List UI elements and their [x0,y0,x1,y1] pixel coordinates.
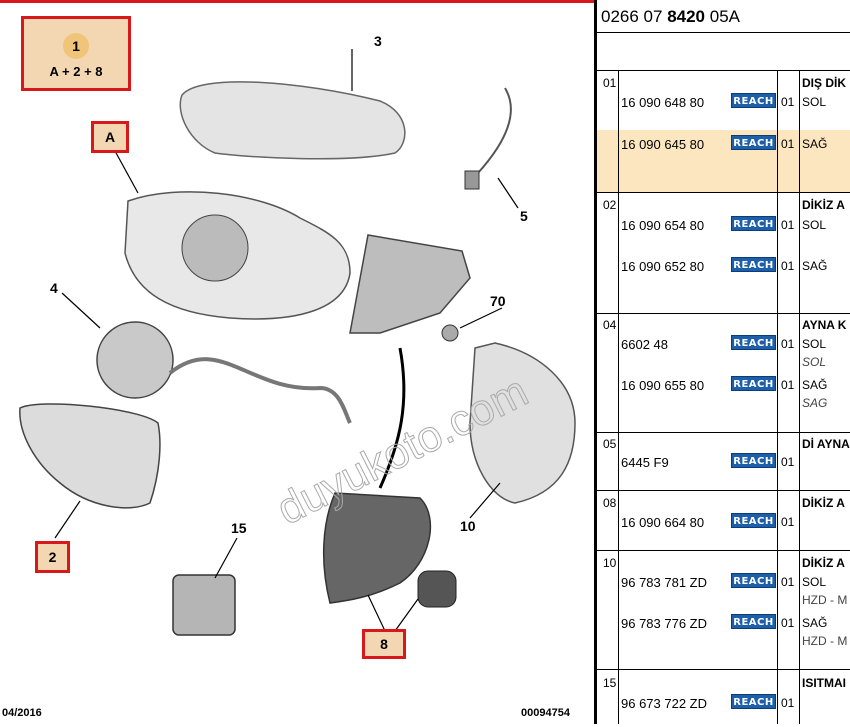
ref-prefix: 0266 07 [601,7,663,26]
callout-15: 15 [231,520,247,536]
quantity: 01 [781,515,795,529]
reach-badge: REACH [731,453,776,468]
side-label: SAĞ [802,259,828,273]
parts-table: 0266 07 8420 05A 01 DIŞ DİK 16 090 648 80 R… [594,0,850,724]
callout-A: A [91,121,129,153]
callout-10: 10 [460,518,476,534]
section-heading: AYNA K [802,318,847,332]
row-note: HZD - M [802,593,848,607]
row-note: HZD - M [802,634,848,648]
part-number: 16 090 655 80 [621,378,705,393]
side-label: SOL [802,337,827,351]
part-10-housing-shell [469,342,576,504]
part-number: 6602 48 [621,337,668,352]
selected-row-highlight [597,130,850,192]
part-4-motor [96,321,174,399]
callout-1-formula: 1 A + 2 + 8 [21,16,131,91]
reach-badge: REACH [731,376,776,391]
reach-badge: REACH [731,573,776,588]
reach-badge: REACH [731,216,776,231]
section-number: 05 [603,437,617,451]
section-number: 01 [603,76,617,90]
exploded-parts-diagram: duyukoto.com 1 A + 2 + 8 A 2 8 3 4 5 70 … [0,0,594,719]
part-number: 96 783 781 ZD [621,575,708,590]
section-heading: ISITMAI [802,676,846,690]
section-number: 15 [603,676,617,690]
section-heading: Dİ AYNA [802,437,850,451]
section-number: 02 [603,198,617,212]
reach-badge: REACH [731,257,776,272]
callout-3: 3 [374,33,382,49]
part-70-clip [441,324,459,342]
row-note: SOL [802,355,827,369]
reach-badge: REACH [731,614,776,629]
section-number: 04 [603,318,617,332]
part-number: 96 673 722 ZD [621,696,708,711]
side-label: SAĞ [802,378,828,392]
ref-bold: 8420 [667,7,706,26]
section-heading: DİKİZ A [802,556,845,570]
part-number: 16 090 664 80 [621,515,705,530]
part-4-cable [168,357,352,424]
part-number: 16 090 652 80 [621,259,705,274]
callout-2: 2 [35,541,70,573]
side-label: SOL [802,218,827,232]
footer-code: 00094754 [521,707,570,719]
reference-number: 0266 07 8420 05A [601,7,740,27]
reach-badge: REACH [731,135,776,150]
reach-badge: REACH [731,335,776,350]
quantity: 01 [781,337,795,351]
side-label: SAĞ [802,616,828,630]
part-15-switch [172,574,236,636]
part-number: 96 783 776 ZD [621,616,708,631]
callout-8: 8 [362,629,406,659]
reach-badge: REACH [731,93,776,108]
reach-badge: REACH [731,694,776,709]
quantity: 01 [781,95,795,109]
quantity: 01 [781,575,795,589]
section-heading: DİKİZ A [802,198,845,212]
callout-70: 70 [490,293,506,309]
part-number: 16 090 648 80 [621,95,705,110]
quantity: 01 [781,259,795,273]
quantity: 01 [781,696,795,710]
parts-drawing: duyukoto.com [19,49,576,636]
quantity: 01 [781,218,795,232]
side-label: SAĞ [802,137,828,151]
section-heading: DİKİZ A [802,496,845,510]
part-number: 6445 F9 [621,455,669,470]
callout-4: 4 [50,280,58,296]
footer-date: 04/2016 [2,707,42,719]
quantity: 01 [781,378,795,392]
section-number: 10 [603,556,617,570]
mirror-bracket [349,234,471,334]
leader-lines [54,49,519,632]
housing-motor [181,214,249,282]
reach-badge: REACH [731,513,776,528]
part-2-mirror-glass [19,403,161,509]
quantity: 01 [781,455,795,469]
side-label: SOL [802,575,827,589]
side-label: SOL [802,95,827,109]
section-number: 08 [603,496,617,510]
part-5-connector [464,170,480,190]
part-5-wire [477,87,512,174]
part-number: 16 090 645 80 [621,137,705,152]
quantity: 01 [781,616,795,630]
part-8-bushing [417,570,457,608]
callout-1-equation: A + 2 + 8 [49,64,103,79]
part-3-mirror-cover [179,81,406,160]
callout-5: 5 [520,208,528,224]
part-8-heater-plate [322,492,432,604]
part-number: 16 090 654 80 [621,218,705,233]
quantity: 01 [781,137,795,151]
row-note: SAG [802,396,828,410]
ref-suffix: 05A [709,7,740,26]
callout-1-number: 1 [63,33,89,59]
section-heading: DIŞ DİK [802,76,847,90]
